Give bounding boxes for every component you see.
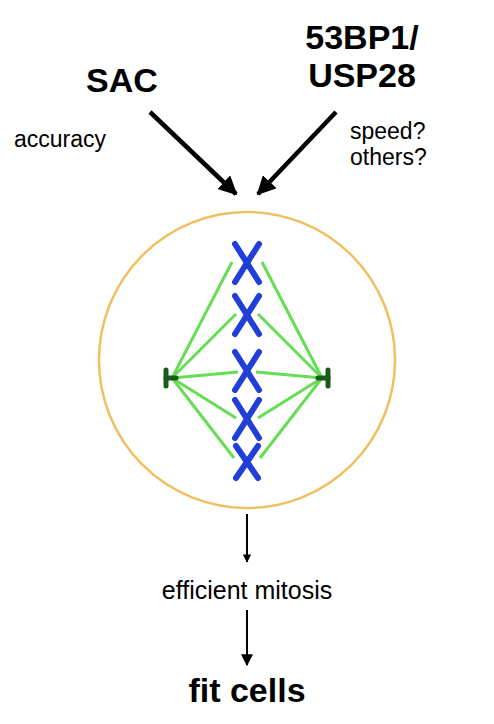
outcome-text: fit cells <box>188 671 305 709</box>
annotation-wrap: speed? others? <box>350 118 446 171</box>
node-label: SAC <box>57 61 187 99</box>
outcome-text: efficient mitosis <box>162 576 332 604</box>
input-arrow <box>258 112 336 194</box>
pathway-name: SAC <box>57 61 187 99</box>
pathway-name: 53BP1/ USP28 <box>292 18 432 94</box>
chromosome <box>235 244 259 478</box>
flow-arrow <box>246 610 248 665</box>
spindle-fibers <box>172 262 322 458</box>
annotation-wrap: accuracy <box>14 126 106 152</box>
annotation-label: accuracy <box>14 126 106 152</box>
node-label: fit cells <box>188 671 305 709</box>
node-label: efficient mitosis <box>162 576 332 604</box>
node-label: 53BP1/ USP28 <box>292 18 432 94</box>
input-arrow <box>150 112 236 194</box>
cell-outline <box>99 212 395 508</box>
annotation-label: speed? others? <box>350 118 446 171</box>
output-arrow <box>246 514 248 562</box>
